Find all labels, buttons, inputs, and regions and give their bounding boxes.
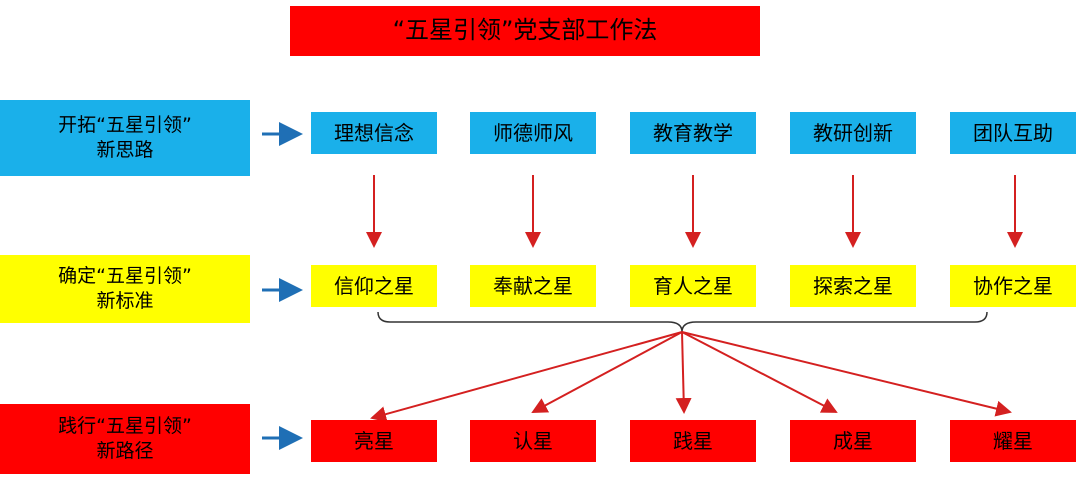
- row-label-ideas: 开拓“五星引领” 新思路: [0, 100, 250, 176]
- row-label-standards-line1: 确定“五星引领”: [58, 265, 192, 288]
- brace: [377, 311, 988, 333]
- star-box-1: 信仰之星: [311, 265, 437, 307]
- fan-arrow-5: [681, 331, 1012, 417]
- star-box-4: 探索之星: [790, 265, 916, 307]
- path-box-1: 亮星: [311, 420, 437, 462]
- fan-arrow-2: [531, 331, 683, 413]
- idea-box-3: 教育教学: [630, 112, 756, 154]
- fan-arrow-3: [675, 331, 692, 414]
- idea-box-5: 团队互助: [950, 112, 1076, 154]
- row-label-paths-line2: 新路径: [96, 440, 154, 462]
- path-box-2: 认星: [470, 420, 596, 462]
- fan-arrow-1: [370, 331, 683, 422]
- idea-box-2: 师德师风: [470, 112, 596, 154]
- row-label-paths-line1: 践行“五星引领”: [58, 415, 192, 438]
- path-box-3: 践星: [630, 420, 756, 462]
- star-box-3: 育人之星: [630, 265, 756, 307]
- row-label-standards-line2: 新标准: [96, 290, 154, 312]
- path-box-5: 耀星: [950, 420, 1076, 462]
- star-box-2: 奉献之星: [470, 265, 596, 307]
- row-label-ideas-line1: 开拓“五星引领”: [58, 114, 192, 137]
- diagram-title: “五星引领”党支部工作法: [290, 6, 760, 56]
- idea-box-4: 教研创新: [790, 112, 916, 154]
- row-label-ideas-line2: 新思路: [96, 139, 154, 161]
- star-box-5: 协作之星: [950, 265, 1076, 307]
- fan-arrow-4: [681, 331, 838, 413]
- row-label-standards: 确定“五星引领” 新标准: [0, 255, 250, 323]
- path-box-4: 成星: [790, 420, 916, 462]
- idea-box-1: 理想信念: [311, 112, 437, 154]
- row-label-paths: 践行“五星引领” 新路径: [0, 404, 250, 474]
